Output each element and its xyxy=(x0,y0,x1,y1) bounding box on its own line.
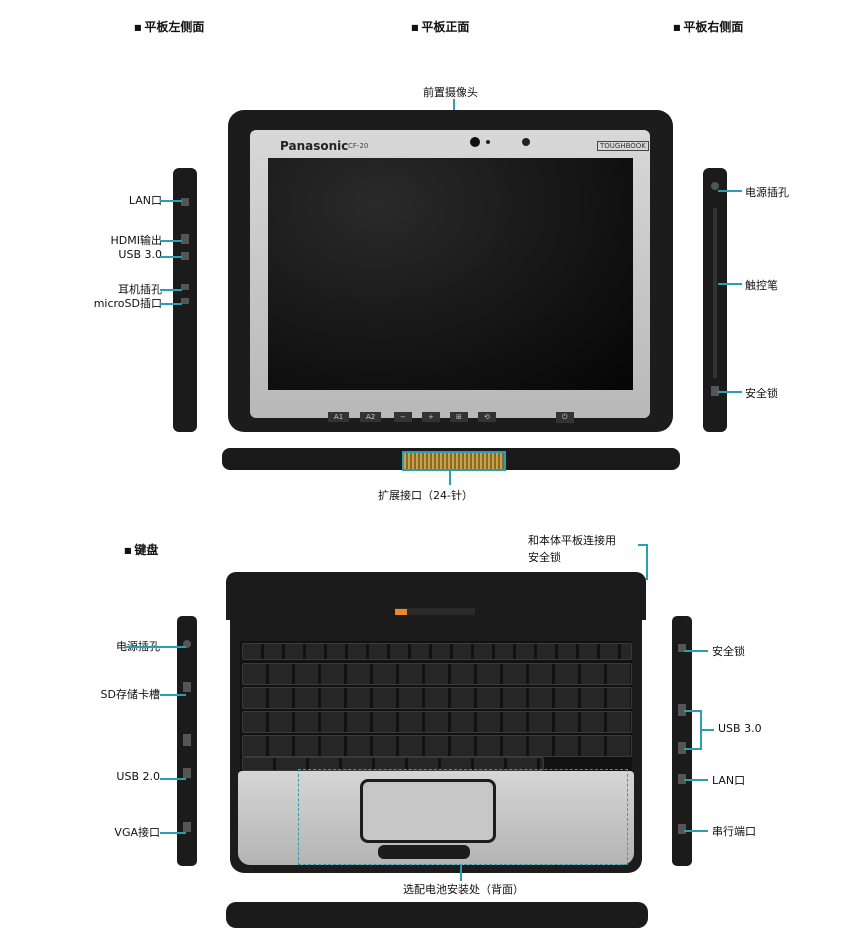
keyboard-base xyxy=(230,615,642,873)
header-left-side: 平板左侧面 xyxy=(134,18,204,35)
model-label: CF-20 xyxy=(348,142,369,150)
sensor-icon xyxy=(486,140,490,144)
kb-left-port-sd: SD存储卡槽 xyxy=(100,688,160,701)
rear-sensor-icon xyxy=(522,138,530,146)
front-camera-label: 前置摄像头 xyxy=(423,86,478,99)
left-port-lan: LAN口 xyxy=(128,194,162,207)
touchpad-buttons[interactable] xyxy=(378,845,470,859)
tablet-front: Panasonic CF-20 TOUGHBOOK A1 A2 − + ⊞ ⟲ … xyxy=(228,110,673,432)
battery-label: 选配电池安装处（背面） xyxy=(403,883,524,896)
expansion-connector xyxy=(402,451,506,471)
windows-button-icon[interactable]: ⊞ xyxy=(450,412,468,422)
power-button-icon[interactable]: ⏻ xyxy=(556,412,574,423)
rotation-lock-icon[interactable]: ⟲ xyxy=(478,412,496,422)
left-port-hdmi: HDMI输出 xyxy=(110,234,162,247)
left-port-usb3: USB 3.0 xyxy=(118,248,162,261)
tablet-bottom-edge xyxy=(222,448,680,471)
tablet-bezel: Panasonic CF-20 TOUGHBOOK xyxy=(250,130,650,418)
dock-lock-label: 和本体平板连接用 安全锁 xyxy=(528,534,616,564)
keyboard-right-side xyxy=(672,616,692,866)
kb-left-port-vga: VGA接口 xyxy=(114,826,160,839)
touchpad[interactable] xyxy=(360,779,496,843)
kb-left-port-usb2: USB 2.0 xyxy=(116,770,160,783)
battery-bay-outline xyxy=(298,769,628,865)
button-a2[interactable]: A2 xyxy=(360,412,382,422)
tablet-screen[interactable] xyxy=(268,158,633,390)
keyboard-bottom-edge xyxy=(226,902,648,928)
tablet-button-row: A1 A2 − + ⊞ ⟲ ⏻ xyxy=(328,412,578,424)
header-keyboard: 键盘 xyxy=(124,541,158,558)
header-front: 平板正面 xyxy=(411,18,469,35)
expansion-label: 扩展接口（24-针） xyxy=(378,489,473,502)
tablet-right-side xyxy=(703,168,727,432)
button-volume-down[interactable]: − xyxy=(394,412,412,422)
keyboard-keys[interactable] xyxy=(240,641,632,771)
brand-logo: Panasonic xyxy=(280,139,349,153)
left-port-microsd: microSD插口 xyxy=(93,297,162,310)
kb-right-port-lan: LAN口 xyxy=(712,774,746,787)
keyboard-left-side xyxy=(177,616,197,866)
kb-right-port-serial: 串行端口 xyxy=(712,825,756,838)
tablet-left-side xyxy=(173,168,197,432)
header-right-side: 平板右侧面 xyxy=(673,18,743,35)
palm-rest xyxy=(238,771,634,865)
right-port-power: 电源插孔 xyxy=(745,186,789,199)
dock-release-slider[interactable] xyxy=(395,608,475,618)
right-port-security-lock: 安全锁 xyxy=(745,387,778,400)
kb-right-port-security-lock: 安全锁 xyxy=(712,645,745,658)
right-port-stylus: 触控笔 xyxy=(745,279,778,292)
left-port-headphone: 耳机插孔 xyxy=(118,283,162,296)
toughbook-badge: TOUGHBOOK xyxy=(597,141,649,151)
button-a1[interactable]: A1 xyxy=(328,412,350,422)
camera-lens-icon xyxy=(470,137,480,147)
kb-right-port-usb3: USB 3.0 xyxy=(718,722,762,735)
button-volume-up[interactable]: + xyxy=(422,412,440,422)
